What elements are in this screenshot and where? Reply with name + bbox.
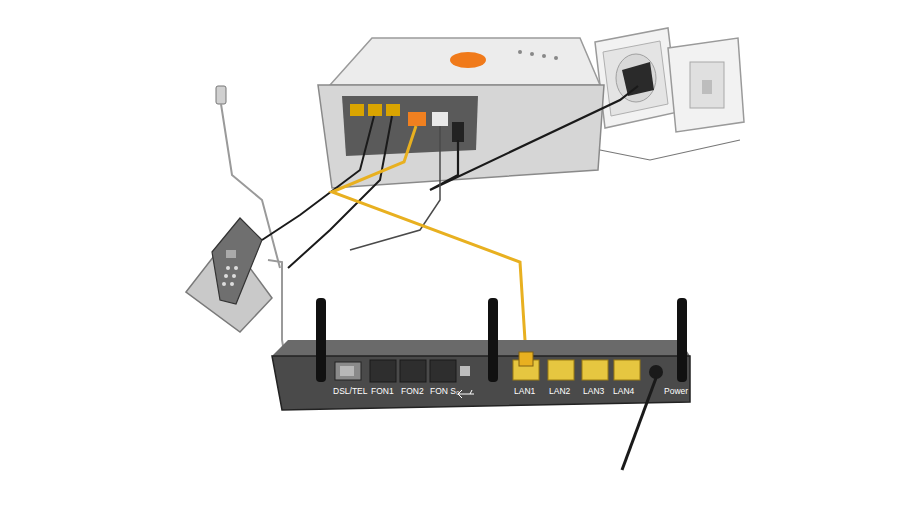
- port-label: Power: [664, 386, 688, 396]
- port-label: LAN2: [549, 386, 570, 396]
- port-label: DSL/TEL: [333, 386, 368, 396]
- port-label: LAN4: [613, 386, 634, 396]
- port-label: FON2: [401, 386, 424, 396]
- port-label: FON S₀: [430, 386, 460, 396]
- port-label: LAN3: [583, 386, 604, 396]
- port-label: FON1: [371, 386, 394, 396]
- port-label: LAN1: [514, 386, 535, 396]
